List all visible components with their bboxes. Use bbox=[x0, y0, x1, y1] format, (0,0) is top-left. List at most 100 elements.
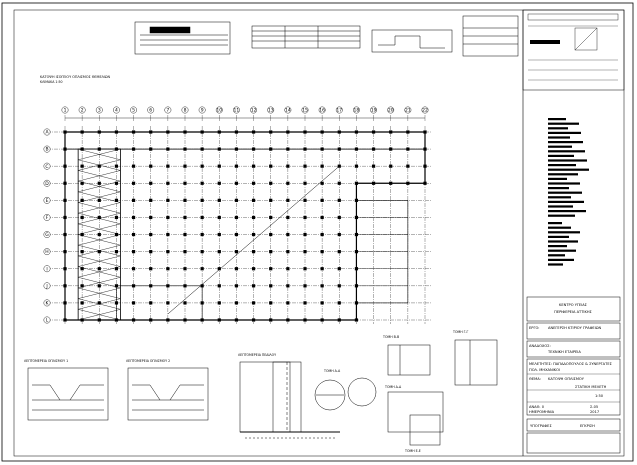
column-pad bbox=[183, 267, 187, 271]
column-pad bbox=[80, 164, 84, 168]
column-pad bbox=[354, 318, 359, 322]
column-pad bbox=[234, 267, 239, 271]
column-pad bbox=[269, 232, 273, 237]
column-pad bbox=[131, 181, 136, 185]
column-label: 9 bbox=[201, 108, 204, 114]
column-pad bbox=[371, 164, 376, 168]
column-bubble bbox=[301, 106, 309, 114]
subject-value: ΚΑΤΟΨΗ ΟΠΛΙΣΜΟΥ bbox=[548, 377, 585, 381]
column-pad bbox=[63, 267, 67, 271]
column-pad bbox=[80, 198, 84, 202]
note-line bbox=[548, 187, 569, 190]
detail-4-title: ΤΟΜΗ Α-Α bbox=[323, 369, 341, 373]
column-pad bbox=[114, 267, 119, 271]
column-pad bbox=[234, 250, 239, 254]
column-pad bbox=[389, 147, 393, 151]
column-pad bbox=[217, 250, 221, 254]
column-bubble bbox=[250, 106, 257, 114]
column-pad bbox=[303, 318, 307, 322]
column-pad bbox=[97, 318, 101, 322]
column-pad bbox=[114, 318, 119, 322]
column-pad bbox=[183, 130, 187, 134]
row-bubble bbox=[43, 179, 51, 187]
column-pad bbox=[354, 215, 359, 220]
column-pad bbox=[217, 301, 221, 305]
column-pad bbox=[149, 198, 153, 202]
column-pad bbox=[320, 232, 324, 237]
column-pad bbox=[131, 284, 136, 288]
column-pad bbox=[166, 130, 170, 134]
detail-8-title: ΤΟΜΗ Ε-Ε bbox=[404, 449, 421, 453]
column-pad bbox=[131, 164, 136, 168]
column-pad bbox=[337, 318, 341, 322]
note-line bbox=[548, 122, 579, 125]
row-label: A bbox=[45, 130, 49, 136]
column-bubble bbox=[267, 106, 275, 114]
column-pad bbox=[217, 198, 221, 202]
column-pad bbox=[63, 318, 67, 322]
general-notes bbox=[548, 118, 589, 266]
owner-line-1: ΚΕΝΤΡΟ ΥΓΕΙΑΣ bbox=[559, 303, 588, 307]
column-pad bbox=[234, 284, 239, 288]
row-label: F bbox=[46, 215, 49, 221]
column-pad bbox=[371, 147, 376, 151]
column-pad bbox=[63, 284, 67, 288]
column-pad bbox=[149, 147, 153, 151]
note-line bbox=[548, 235, 569, 238]
plan-scale: ΚΛΙΜΑΚΑ 1:50 bbox=[40, 80, 63, 84]
column-pad bbox=[234, 198, 239, 202]
column-pad bbox=[183, 232, 187, 237]
column-bubble bbox=[284, 106, 292, 114]
column-pad bbox=[217, 284, 221, 288]
column-pad bbox=[80, 181, 84, 185]
column-pad bbox=[251, 301, 256, 305]
column-pad bbox=[183, 198, 187, 202]
note-line bbox=[548, 118, 566, 121]
column-pad bbox=[114, 232, 119, 237]
core-hatch bbox=[78, 287, 121, 299]
column-pad bbox=[337, 267, 341, 271]
column-pad bbox=[269, 147, 273, 151]
column-pad bbox=[337, 215, 341, 220]
column-pad bbox=[63, 215, 67, 220]
column-pad bbox=[337, 232, 341, 237]
column-pad bbox=[200, 215, 204, 220]
column-bubble bbox=[233, 106, 240, 114]
detail-7-title: ΤΟΜΗ Δ-Δ bbox=[384, 385, 402, 389]
detail-2 bbox=[127, 367, 209, 421]
column-pad bbox=[200, 164, 204, 168]
column-pad bbox=[251, 318, 256, 322]
note-line bbox=[548, 136, 570, 139]
column-label: 21 bbox=[405, 108, 411, 114]
column-pad bbox=[80, 267, 84, 271]
note-line bbox=[548, 177, 567, 180]
column-pad bbox=[337, 250, 341, 254]
note-line bbox=[548, 159, 587, 162]
column-pad bbox=[80, 250, 84, 254]
column-pad bbox=[354, 147, 359, 151]
column-pad bbox=[166, 164, 170, 168]
note-line bbox=[548, 200, 584, 203]
top-detail-group bbox=[134, 15, 519, 57]
column-pad bbox=[114, 215, 119, 220]
column-label: 5 bbox=[132, 108, 135, 114]
column-pad bbox=[337, 181, 341, 185]
column-pad bbox=[234, 130, 239, 134]
column-pad bbox=[131, 147, 136, 151]
column-bubble bbox=[130, 106, 137, 114]
foundation-plan bbox=[47, 115, 431, 324]
column-pad bbox=[269, 318, 273, 322]
column-pad bbox=[114, 301, 119, 305]
column-pad bbox=[354, 181, 359, 185]
column-pad bbox=[97, 198, 101, 202]
column-label: 13 bbox=[268, 108, 274, 114]
column-pad bbox=[217, 181, 221, 185]
column-pad bbox=[269, 301, 273, 305]
column-bubble bbox=[421, 106, 429, 114]
column-bubble bbox=[318, 106, 326, 114]
date-label: ΗΜΕΡΟΜΗΝΙΑ bbox=[529, 410, 555, 414]
column-pad bbox=[389, 164, 393, 168]
note-line bbox=[548, 226, 571, 229]
